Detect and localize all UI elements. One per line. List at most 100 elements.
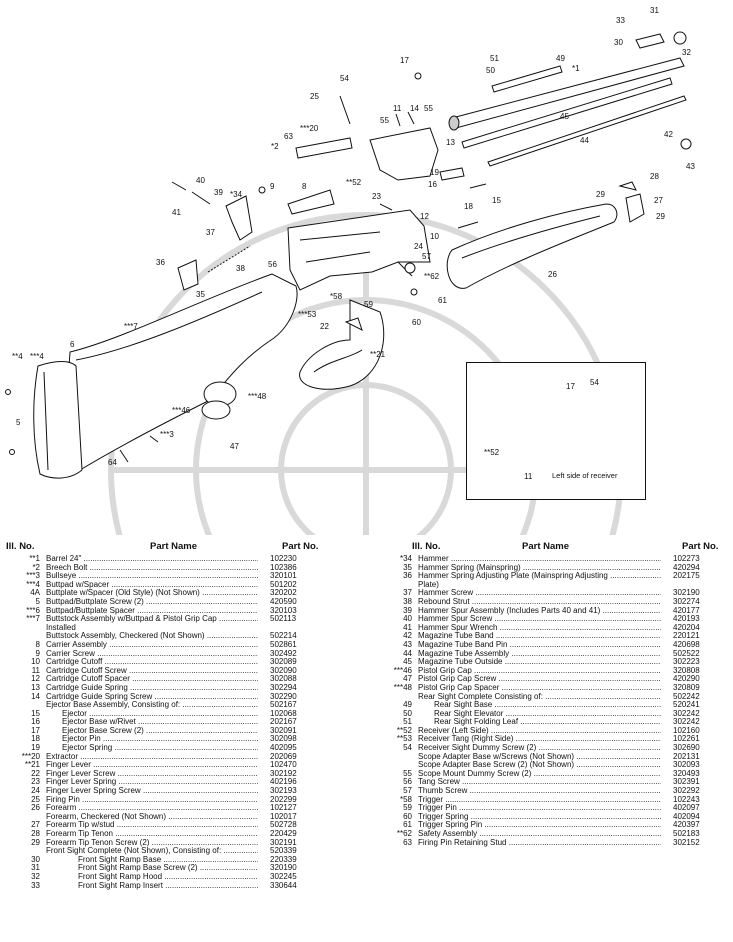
part-no-cell: 320190	[270, 863, 297, 873]
forearm-tip-part	[625, 193, 645, 223]
ill-no-cell: ***3	[26, 571, 40, 581]
part-no-cell: 302290	[270, 691, 297, 701]
callout-53: ***53	[298, 310, 317, 319]
ill-no-cell: 50	[403, 708, 412, 718]
part-no-cell: 501202	[270, 579, 297, 589]
callout-23: 23	[372, 192, 381, 201]
callout-42: 42	[664, 130, 673, 139]
ill-no-cell: 47	[403, 674, 412, 684]
part-no-cell: 202069	[270, 751, 297, 761]
callout-17: 17	[400, 56, 409, 65]
table-row: Scope Adapter Base Screw (2) (Not Shown)…	[372, 761, 733, 770]
part-no-cell: 102230	[270, 554, 297, 563]
ill-no-cell: 29	[31, 837, 40, 847]
ill-no-cell: ***4	[26, 579, 40, 589]
ill-no-cell: 16	[31, 717, 40, 727]
callout-27: 27	[654, 196, 663, 205]
callout-37: 37	[206, 228, 215, 237]
part-name-cell: Receiver (Left Side)	[418, 727, 661, 736]
callout-25: 25	[310, 92, 319, 101]
callout-19: 19	[430, 168, 439, 177]
part-name-cell: Hammer Spring Adjusting Plate (Mainsprin…	[418, 572, 661, 581]
ill-no-cell: 61	[403, 820, 412, 830]
part-name-cell: Buttpad/Buttplate Screw (2)	[46, 598, 258, 607]
part-name-cell: Forearm Tip w/stud	[46, 821, 258, 830]
callout-16: 16	[428, 180, 437, 189]
part-no-cell: 302242	[673, 708, 700, 718]
callout-41: 41	[172, 208, 181, 217]
part-name-cell: Buttpad w/Spacer	[46, 581, 258, 590]
table-row: *34Hammer102273	[372, 554, 733, 564]
callout-28: 28	[650, 172, 659, 181]
inset-caption: Left side of receiver	[552, 471, 618, 480]
ill-no-cell: 11	[31, 665, 40, 675]
part-name-header: Part Name	[150, 541, 197, 552]
callout-33: 33	[616, 16, 625, 25]
part-name-cell: Buttstock Assembly w/Buttpad & Pistol Gr…	[46, 615, 258, 624]
callout-54: 54	[340, 74, 349, 83]
callout-14: 14	[410, 104, 419, 113]
ill-no-cell: ***48	[393, 682, 412, 692]
part-name-cell: Thumb Screw	[418, 787, 661, 796]
part-no-cell: 402196	[270, 777, 297, 787]
table-row: 15Ejector102068	[0, 708, 330, 719]
part-no-cell: 420193	[673, 614, 700, 624]
part-no-cell: 402097	[673, 803, 700, 813]
part-name-cell: Ejector Base w/Rivet	[62, 718, 258, 727]
ill-no-cell: 4A	[30, 588, 40, 598]
ill-no-cell: 41	[403, 622, 412, 632]
ill-no-cell: 26	[31, 803, 40, 813]
callout-40: 40	[196, 176, 205, 185]
table-header: Ill. No. Part Name Part No.	[372, 542, 733, 555]
part-no-cell: 420290	[673, 674, 700, 684]
part-name-cell: Tang Screw	[418, 778, 661, 787]
part-name-cell: Ejector Pin	[62, 735, 258, 744]
part-name-cell: Buttpad/Buttplate Spacer	[46, 607, 258, 616]
part-no-cell: 302152	[673, 837, 700, 847]
ill-no-cell: 15	[31, 708, 40, 718]
ill-no-cell: 33	[31, 880, 40, 890]
part-name-cell: Ejector Base Screw (2)	[62, 727, 258, 736]
table-row: ***4 Buttpad w/Spacer 501202	[0, 579, 330, 590]
callout-29b: 29	[656, 212, 665, 221]
part-no-cell: 302191	[270, 837, 297, 847]
part-no-cell: 520241	[673, 700, 700, 710]
ill-no-cell: 10	[31, 657, 40, 667]
ill-no-cell: 12	[31, 674, 40, 684]
parts-table-right: Ill. No. Part Name Part No. *34Hammer102…	[372, 542, 733, 847]
part-name-cell: Front Sight Ramp Insert	[78, 882, 258, 891]
part-name-cell: Forearm	[46, 804, 258, 813]
callout-63: 63	[284, 132, 293, 141]
table-row: Installed	[0, 624, 330, 633]
callout-30: 30	[614, 38, 623, 47]
part-name-cell: Buttstock Assembly, Checkered (Not Shown…	[46, 632, 258, 641]
part-name-cell: Magazine Tube Band	[418, 632, 661, 641]
part-name-cell: Extractor	[46, 753, 258, 762]
part-no-cell: 402094	[673, 811, 700, 821]
callout-62: **62	[424, 272, 440, 281]
ill-no-cell: ***6	[26, 605, 40, 615]
ill-no-cell: 56	[403, 777, 412, 787]
table-row: ***3Bullseye320101	[0, 572, 330, 581]
part-no-cell: 302294	[270, 682, 297, 692]
callout-44: 44	[580, 136, 589, 145]
part-name-cell: Rebound Strut	[418, 598, 661, 607]
rear-sight-part	[491, 65, 563, 93]
part-no-cell: 330644	[270, 880, 297, 890]
part-name-cell: Barrel 24"	[46, 555, 258, 564]
part-no-cell: 320101	[270, 571, 297, 581]
callout-52: **52	[346, 178, 362, 187]
